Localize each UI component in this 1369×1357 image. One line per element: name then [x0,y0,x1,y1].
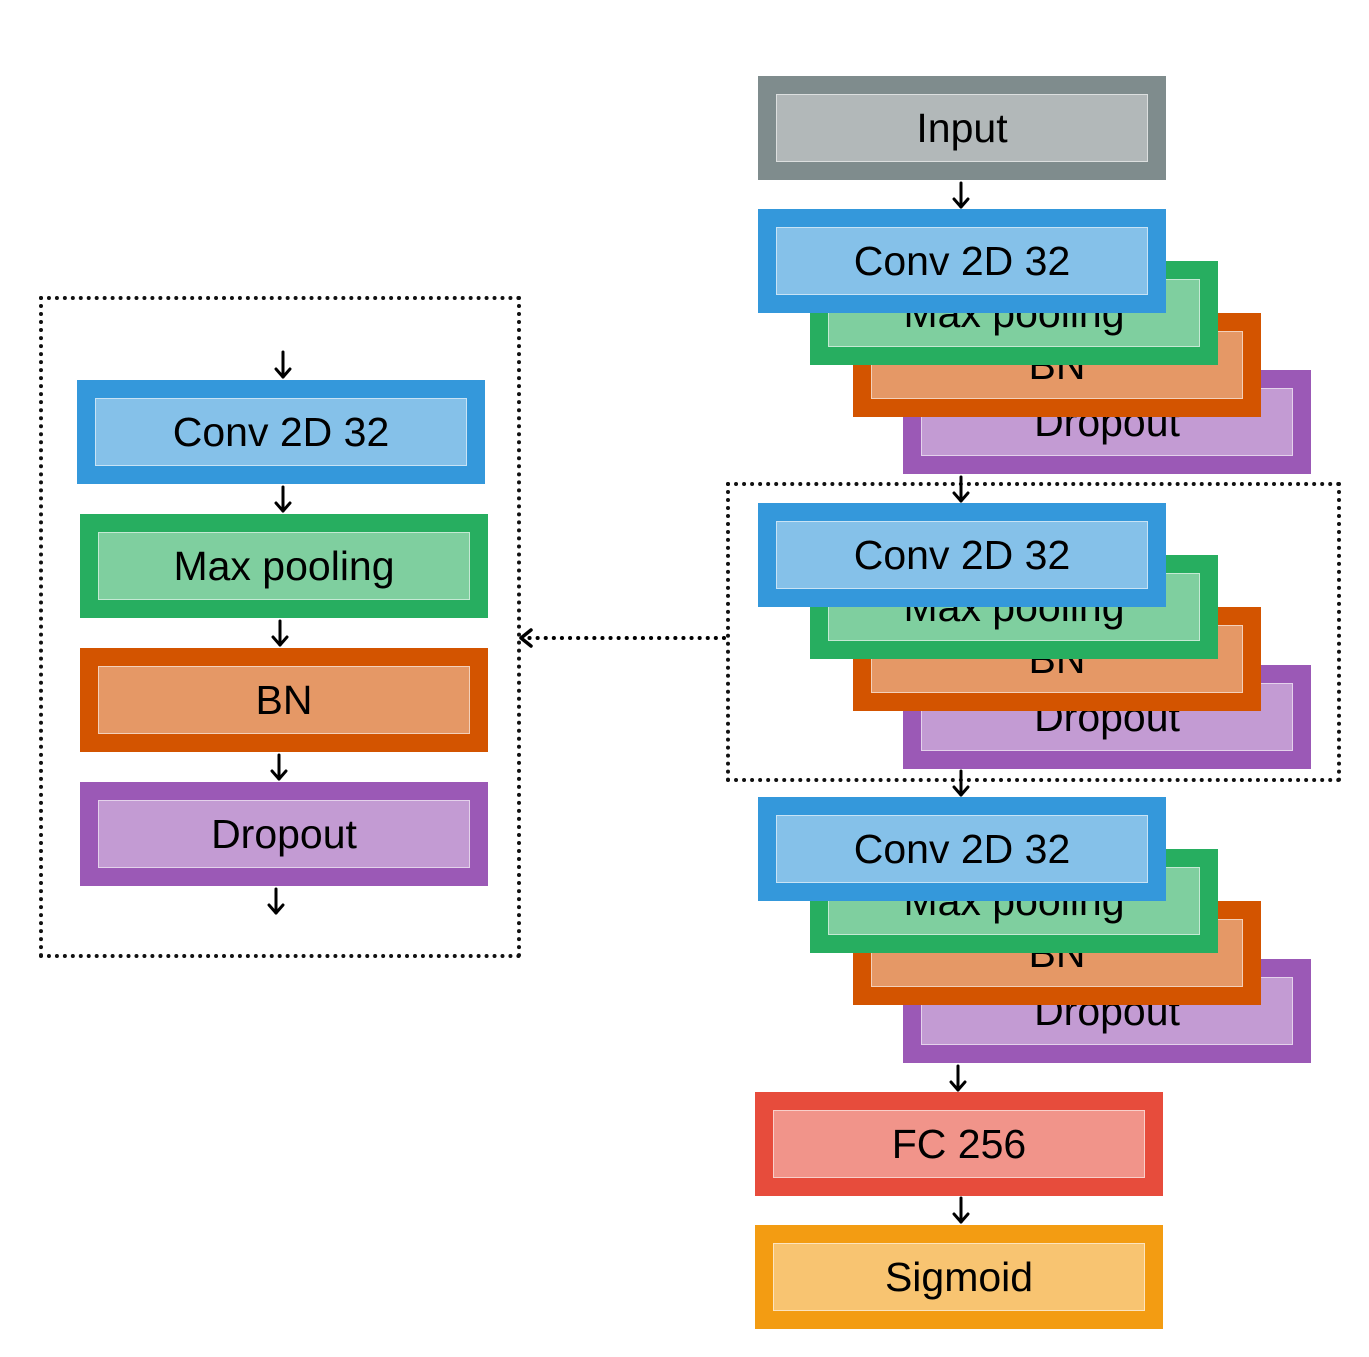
arrow-down-icon [952,769,970,797]
detail-maxpool-label: Max pooling [173,542,395,589]
expanded-block-frame [39,296,521,958]
arrow-down-icon [952,475,970,503]
arrow-down-icon [274,350,292,379]
arrow-down-icon [952,1196,970,1224]
input-label: Input [916,104,1008,151]
block2-conv-layer: Conv 2D 32 [758,503,1166,607]
detail-maxpool-layer: Max pooling [80,514,488,618]
block1-conv-layer: Conv 2D 32 [758,209,1166,313]
detail-dropout-label: Dropout [211,810,357,857]
detail-dropout-layer: Dropout [80,782,488,886]
input-layer: Input [758,76,1166,180]
arrow-down-icon [949,1064,967,1092]
expand-arrow-icon [519,628,726,648]
highlighted-block-frame [726,482,1341,782]
fc-layer: FC 256 [755,1092,1163,1196]
arrow-down-icon [274,485,292,513]
fc-label: FC 256 [891,1120,1027,1167]
block2-conv-label: Conv 2D 32 [853,531,1071,578]
arrow-down-icon [271,619,289,647]
detail-bn-label: BN [255,676,313,723]
arrow-down-icon [270,753,288,781]
sigmoid-layer: Sigmoid [755,1225,1163,1329]
detail-conv-layer: Conv 2D 32 [77,380,485,484]
detail-conv-label: Conv 2D 32 [172,408,390,455]
arrow-down-icon [952,181,970,209]
block3-conv-layer: Conv 2D 32 [758,797,1166,901]
block3-conv-label: Conv 2D 32 [853,825,1071,872]
detail-bn-layer: BN [80,648,488,752]
block1-conv-label: Conv 2D 32 [853,237,1071,284]
arrow-down-icon [267,887,285,915]
sigmoid-label: Sigmoid [884,1253,1034,1300]
